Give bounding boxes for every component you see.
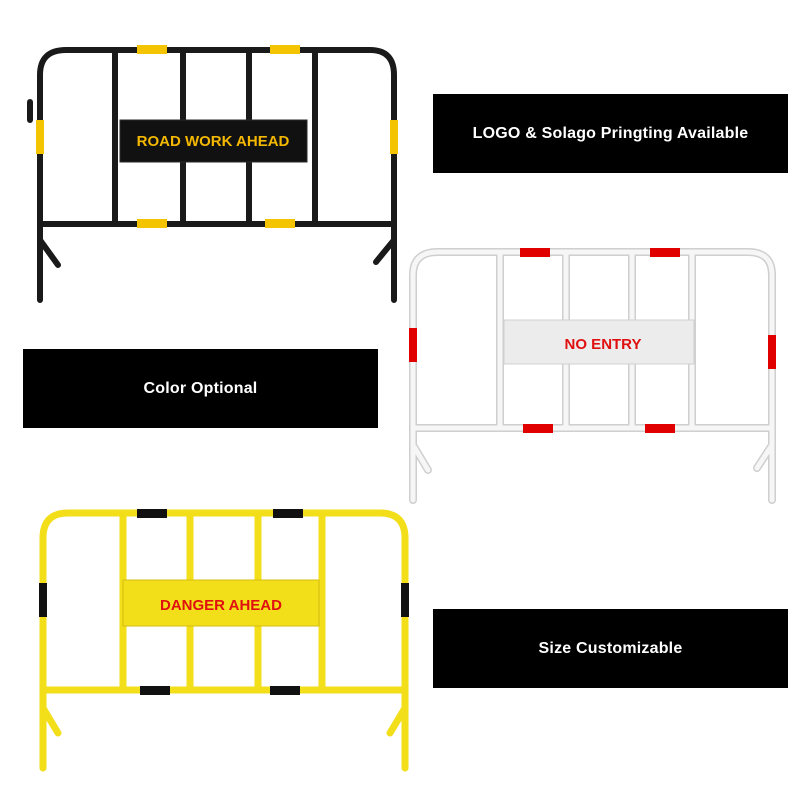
color-optional-text: Color Optional xyxy=(143,379,258,397)
road-work-sign-text: ROAD WORK AHEAD xyxy=(137,133,290,150)
danger-ahead-sign xyxy=(122,579,320,627)
size-customizable-text: Size Customizable xyxy=(538,639,683,657)
color-optional-banner: Color Optional xyxy=(23,349,378,428)
road-work-sign xyxy=(119,119,308,163)
size-customizable-banner: Size Customizable xyxy=(433,609,788,688)
danger-ahead-sign-text: DANGER AHEAD xyxy=(160,597,282,614)
logo-printing-banner: LOGO & Solago Pringting Available xyxy=(433,94,788,173)
logo-printing-text: LOGO & Solago Pringting Available xyxy=(472,124,749,142)
no-entry-sign xyxy=(503,319,695,365)
no-entry-sign-text: NO ENTRY xyxy=(565,336,642,353)
